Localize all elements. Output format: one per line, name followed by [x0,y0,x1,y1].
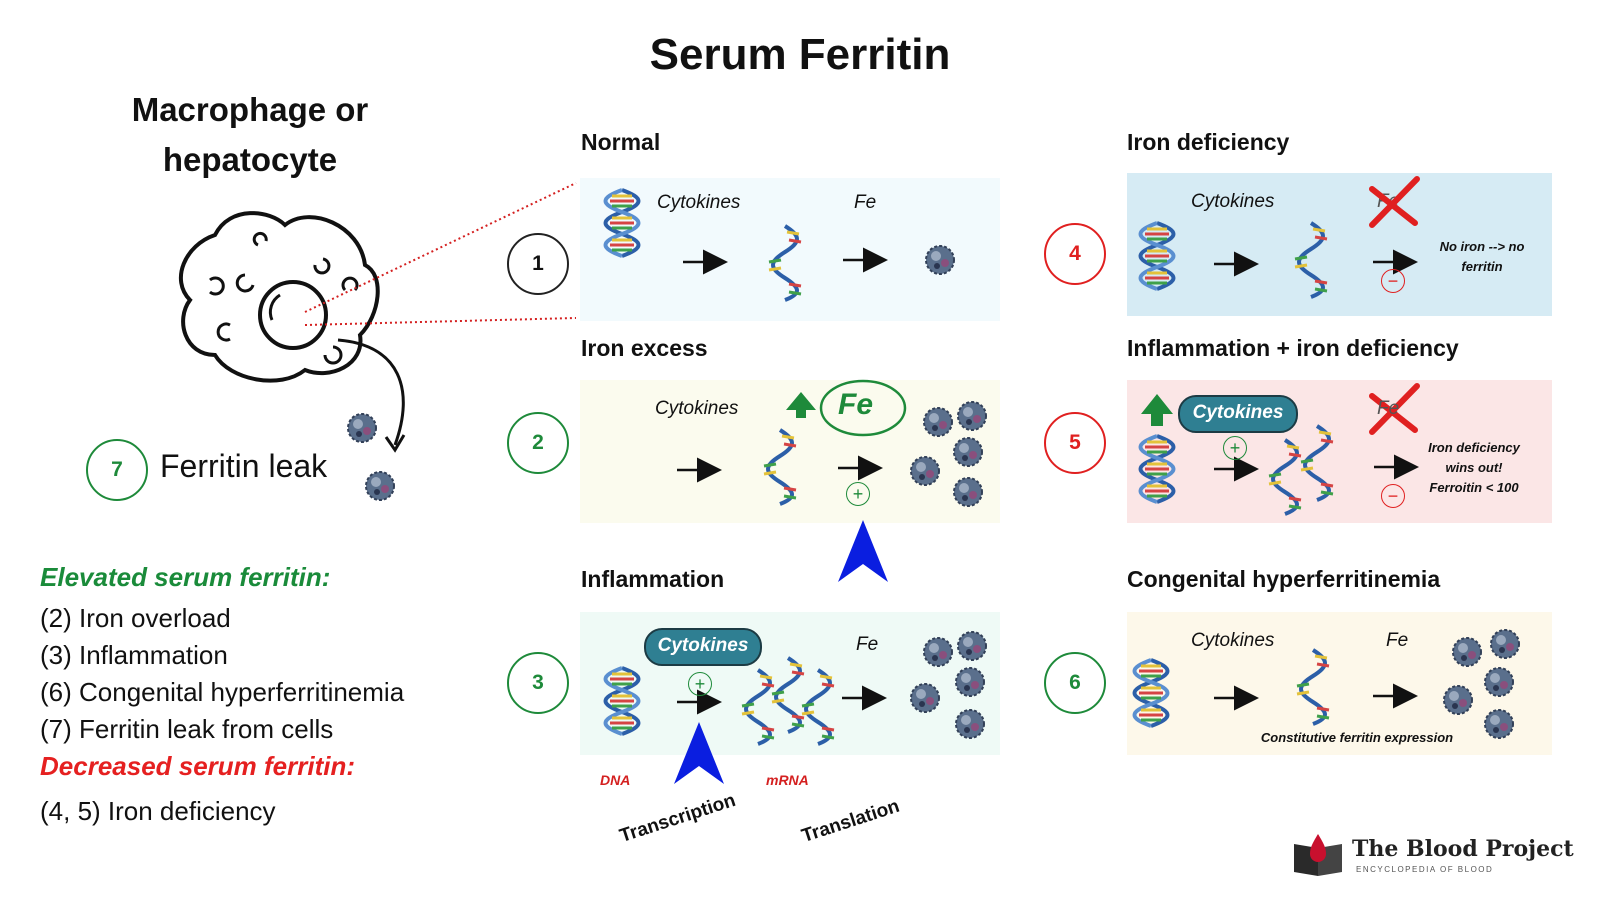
elevated-item: (3) Inflammation [40,640,228,670]
cytokines-label: Cytokines [657,192,741,213]
plus-icon: + [846,482,870,506]
inflammation-heading: Inflammation [581,566,725,592]
number-2: 2 [507,412,569,474]
cytokines-label: Cytokines [655,398,739,419]
congenital-panel: Cytokines Fe Constitutive ferritin expre… [1127,612,1552,755]
cell-title: Macrophage or hepatocyte [131,91,369,178]
mrna-label: mRNA [766,772,809,788]
blue-arrow-up-icon [674,722,724,784]
note-line: Ferroitin < 100 [1429,480,1519,495]
note-line: wins out! [1445,460,1503,475]
number-1: 1 [507,233,569,295]
fe-label: Fe [838,388,874,421]
cytokines-label: Cytokines [1191,191,1275,212]
no-iron-note: No iron --> no ferritin [1439,239,1525,274]
inflammation-graphics [603,631,987,746]
inflammation-panel: Cytokines Fe + [580,612,1000,755]
iron-excess-graphics [677,379,987,507]
number-6: 6 [1044,652,1106,714]
minus-icon: − [1381,484,1405,508]
inflam-iron-def-panel: Cytokines Fe + − Iron deficiency wins ou… [1127,380,1552,523]
number-4: 4 [1044,223,1106,285]
fe-label: Fe [1386,630,1409,651]
normal-heading: Normal [581,129,661,155]
logo-tagline: ENCYCLOPEDIA OF BLOOD [1356,865,1494,874]
iron-deficiency-panel: Cytokines Fe − No iron --> no ferritin [1127,173,1552,316]
cell-illustration [178,211,406,453]
logo-name: The Blood Project [1352,836,1574,862]
elevated-item: (2) Iron overload [40,603,231,633]
inflam-iron-def-heading: Inflammation + iron deficiency [1127,335,1459,361]
decreased-heading: Decreased serum ferritin: [40,751,356,781]
number-7: 7 [86,439,148,501]
plus-icon: + [688,672,712,696]
blood-project-logo: The Blood Project ENCYCLOPEDIA OF BLOOD [1290,834,1574,884]
number-3: 3 [507,652,569,714]
note-line: Iron deficiency [1428,440,1520,455]
decreased-item: (4, 5) Iron deficiency [40,796,276,826]
blue-arrow-up-icon [838,520,888,582]
iron-deficiency-graphics [1138,176,1420,299]
inflam-iron-def-graphics [1138,383,1420,516]
minus-icon: − [1381,269,1405,293]
page-title: Serum Ferritin [649,30,951,79]
normal-graphics [603,188,955,302]
dna-label: DNA [600,772,631,788]
iron-deficiency-heading: Iron deficiency [1127,129,1290,155]
cytokines-pill: Cytokines [1178,395,1298,433]
elevated-heading: Elevated serum ferritin: [40,562,331,592]
iron-excess-panel: Cytokines Fe + [580,379,1000,523]
number-5: 5 [1044,412,1106,474]
constitutive-note: Constitutive ferritin expression [1260,730,1454,745]
fe-label: Fe [854,192,877,213]
congenital-heading: Congenital hyperferritinemia [1127,566,1441,592]
congenital-graphics [1132,629,1520,739]
elevated-item: (7) Ferritin leak from cells [40,714,334,744]
ferritin-leak-label: Ferritin leak [160,448,328,484]
cytokines-label: Cytokines [1191,630,1275,651]
elevated-item: (6) Congenital hyperferritinemia [40,677,405,707]
inflam-def-note: Iron deficiency wins out! Ferroitin < 10… [1419,438,1529,498]
legend: Elevated serum ferritin: (2) Iron overlo… [40,562,404,827]
cytokines-pill: Cytokines [644,628,762,666]
iron-excess-heading: Iron excess [581,335,708,361]
normal-panel: Cytokines Fe [580,178,1000,321]
book-drop-icon [1294,834,1342,876]
fe-label: Fe [1377,398,1400,419]
fe-label: Fe [856,634,879,655]
plus-icon: + [1223,436,1247,460]
leaked-ferritin [347,413,395,501]
